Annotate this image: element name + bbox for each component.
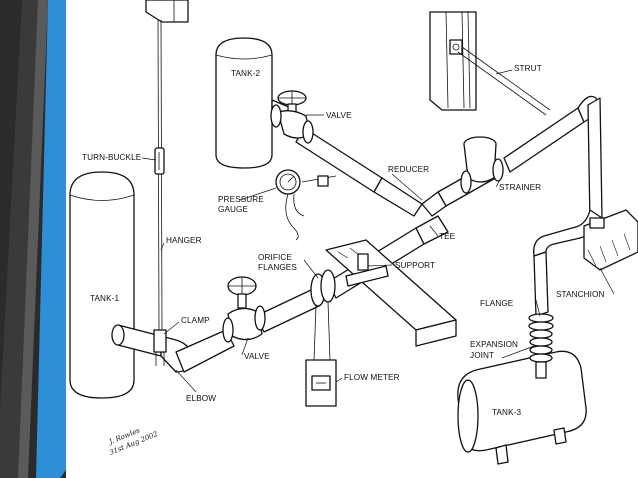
tank-2 bbox=[215, 37, 273, 169]
decorative-stripe-blue bbox=[36, 0, 66, 478]
flow-meter bbox=[305, 359, 337, 407]
label-valve-top: VALVE bbox=[326, 111, 352, 120]
label-valve-bottom: VALVE bbox=[244, 352, 270, 361]
strut bbox=[457, 46, 551, 116]
turnbuckle-body bbox=[154, 147, 165, 175]
expansion-joint bbox=[528, 313, 554, 379]
valve-bottom bbox=[222, 276, 266, 343]
label-clamp: CLAMP bbox=[181, 316, 210, 325]
diagram-panel: TANK-2 VALVE TURN-BUCKLE PRESSURE GAUGE … bbox=[66, 0, 638, 478]
label-flange: FLANGE bbox=[480, 299, 514, 308]
signature: J. Rowles 31st Aug 2002 bbox=[106, 426, 159, 456]
main-pipe bbox=[111, 95, 603, 373]
label-tank-1: TANK-1 bbox=[90, 294, 119, 303]
valve-top bbox=[270, 90, 314, 144]
label-flow-meter: FLOW METER bbox=[344, 373, 400, 382]
label-tank-2: TANK-2 bbox=[231, 69, 260, 78]
clamp bbox=[153, 329, 167, 366]
label-strainer: STRAINER bbox=[499, 183, 541, 192]
label-reducer: REDUCER bbox=[388, 165, 429, 174]
label-support: SUPPORT bbox=[395, 261, 435, 270]
label-tee: TEE bbox=[439, 232, 456, 241]
orifice-flanges bbox=[310, 269, 336, 361]
label-expansion: EXPANSION bbox=[470, 340, 518, 349]
leader-lines bbox=[141, 69, 615, 393]
label-gauge: GAUGE bbox=[218, 205, 249, 214]
label-hanger: HANGER bbox=[166, 236, 202, 245]
label-flanges: FLANGES bbox=[258, 263, 297, 272]
label-stanchion: STANCHION bbox=[556, 290, 605, 299]
label-orifice: ORIFICE bbox=[258, 253, 292, 262]
label-turnbuckle: TURN-BUCKLE bbox=[82, 153, 142, 162]
decorative-stripe-light bbox=[18, 0, 48, 478]
pressure-gauge bbox=[275, 169, 337, 241]
label-strut: STRUT bbox=[514, 64, 542, 73]
label-tank-3: TANK-3 bbox=[492, 408, 521, 417]
label-elbow: ELBOW bbox=[186, 394, 216, 403]
strainer bbox=[460, 136, 504, 194]
label-pressure: PRESSURE bbox=[218, 195, 264, 204]
hanger-rod bbox=[154, 19, 165, 331]
label-joint: JOINT bbox=[470, 351, 494, 360]
wall-column bbox=[429, 11, 477, 111]
tank-3 bbox=[457, 350, 587, 465]
tank-1 bbox=[69, 171, 135, 399]
ceiling-block bbox=[145, 0, 189, 23]
support-beam bbox=[325, 239, 457, 347]
stanchion bbox=[583, 209, 638, 271]
piping-isometric-diagram: TANK-2 VALVE TURN-BUCKLE PRESSURE GAUGE … bbox=[69, 0, 638, 465]
